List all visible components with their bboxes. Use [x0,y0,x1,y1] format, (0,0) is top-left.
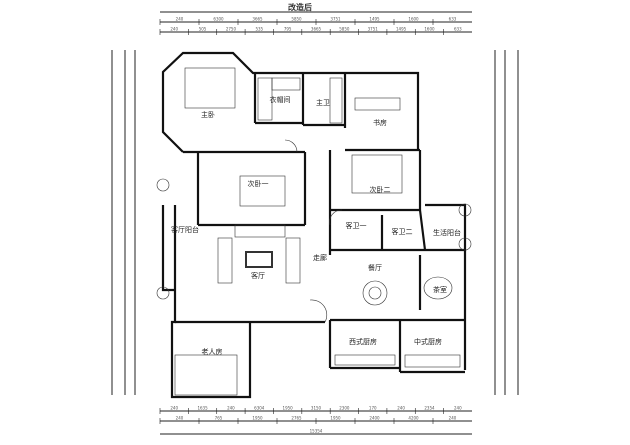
master-bed [184,67,236,109]
dimension-label: 240 [170,27,178,32]
door-swing [284,139,298,153]
dimension-label: 2750 [226,27,237,32]
dimension-label: 765 [215,416,223,421]
furniture [156,67,472,396]
column [156,286,170,300]
chinese-kitchen-counter [404,354,461,368]
plan-title: 改造后 [288,3,312,12]
room-label-living-room: 客厅 [251,272,265,280]
walls [161,51,467,399]
room-label-corridor: 走廊 [313,254,327,262]
dimension-label: 2400 [369,416,380,421]
room-label-study: 书房 [373,119,387,127]
dimension-label: 240 [397,406,405,411]
dimension-label: 1950 [330,416,341,421]
dimension-label: 535 [255,27,263,32]
dimension-label: 1635 [197,406,208,411]
dimension-label: 795 [284,27,292,32]
wardrobe [271,77,301,91]
wardrobe [257,77,273,121]
dimension-label: 3150 [311,406,322,411]
room-label-bedroom-2: 次卧二 [369,186,391,194]
column [156,178,170,192]
dimension-label: 3751 [368,27,379,32]
bedroom-2-bed [351,154,403,194]
dimension-label: 5850 [339,27,350,32]
dimension-label: 1600 [424,27,435,32]
sofa [234,224,286,238]
dimension-label: 2765 [291,416,302,421]
dimension-label: 6304 [254,406,265,411]
dimension-label: 3665 [252,17,263,22]
western-kitchen-counter [334,354,396,366]
dimension-label: 633 [449,17,457,22]
room-label-bedroom-1: 次卧一 [247,180,269,188]
study-desk [354,97,401,111]
elderly-bed [174,354,238,396]
dimension-label: 3751 [330,17,341,22]
column [458,203,472,217]
room-label-master-bedroom: 主卧 [201,111,215,119]
dimension-label: 240 [176,416,184,421]
tv-coffee-table [245,251,273,268]
dimension-label: 1600 [408,17,419,22]
dimension-label: 1950 [252,416,263,421]
room-label-guest-bath-2: 客卫二 [391,228,413,236]
door-swing [309,299,328,323]
dimension-label: 2300 [339,406,350,411]
dimension-label: 1495 [369,17,380,22]
room-label-guest-bath-1: 客卫一 [345,222,367,230]
room-label-master-bath: 主卫 [316,99,330,107]
dimension-label: 1950 [283,406,294,411]
dining-table-lazy-susan [368,286,382,300]
dimension-label: 240 [449,416,457,421]
column [458,237,472,251]
room-label-western-kitchen: 西式厨房 [349,338,377,346]
room-label-chinese-kitchen: 中式厨房 [414,338,442,346]
room-label-living-balcony: 客厅阳台 [171,226,199,234]
dimension-label: 5850 [291,17,302,22]
dimension-label: 633 [454,27,462,32]
sofa [217,237,233,284]
room-label-tea-room: 茶室 [433,286,447,294]
dimension-label: 240 [227,406,235,411]
dimension-label: 6300 [213,17,224,22]
bathtub [329,77,343,124]
dimension-label: 240 [454,406,462,411]
sofa [285,237,301,284]
dimension-label: 240 [170,406,178,411]
dimension-label: 505 [199,27,207,32]
room-label-dining: 餐厅 [368,264,382,272]
tea-table [423,276,453,300]
dimension-label: 2354 [424,406,435,411]
room-label-utility-balcony: 生活阳台 [433,229,461,237]
dimension-label: 240 [176,17,184,22]
room-label-elderly-room: 老人房 [201,348,223,356]
dining-table [362,280,388,306]
dimension-label: 1495 [396,27,407,32]
dimension-label: 3665 [311,27,322,32]
dimension-total: 15354 [310,429,323,434]
door-swing [329,209,343,226]
bedroom-1-bed [239,175,286,207]
dimension-label: 170 [369,406,377,411]
room-label-walk-in-closet: 衣帽间 [269,96,291,104]
dimension-label: 4200 [408,416,419,421]
